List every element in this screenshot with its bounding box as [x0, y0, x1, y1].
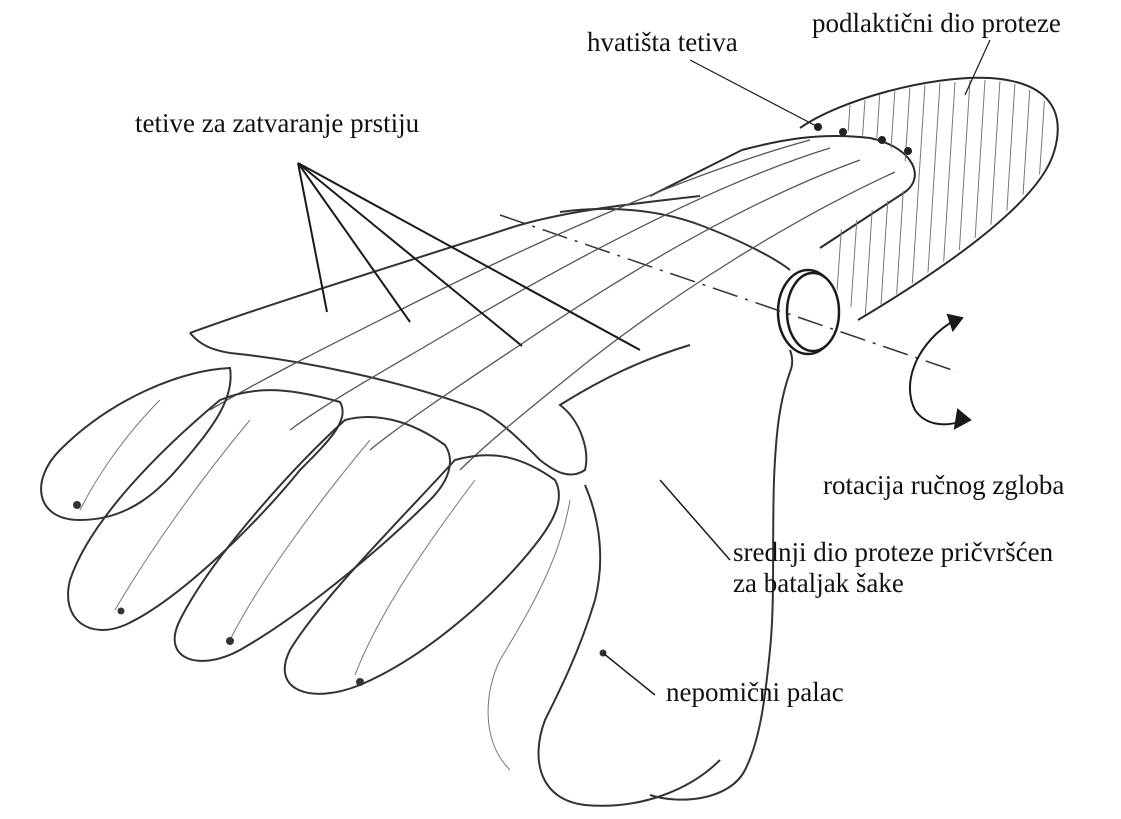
- rotation-arrow: [910, 315, 970, 428]
- label-fixed-thumb: nepomični palac: [666, 677, 844, 708]
- fingertip-dots: [73, 501, 607, 686]
- finger-2: [68, 390, 343, 630]
- palm-outline: [190, 196, 792, 800]
- finger-4: [285, 455, 559, 694]
- forearm-hatching: [835, 80, 1045, 320]
- label-wrist-rotation: rotacija ručnog zgloba: [823, 470, 1064, 501]
- label-middle-part-line1: srednji dio proteze pričvršćen: [733, 537, 1053, 568]
- label-middle-part-line2: za bataljak šake: [733, 568, 1053, 599]
- label-finger-tendons: tetive za zatvaranje prstiju: [135, 108, 419, 139]
- finger-1: [41, 368, 231, 520]
- wrist-cylinder: [778, 270, 839, 354]
- finger-3: [175, 417, 450, 661]
- label-middle-part: srednji dio proteze pričvršćen za batalj…: [733, 537, 1053, 599]
- rotation-axis: [500, 215, 958, 372]
- forearm-socket: [650, 78, 1058, 320]
- label-tendon-attachment: hvatišta tetiva: [587, 27, 738, 58]
- label-forearm-part: podlaktični dio proteze: [812, 8, 1061, 39]
- fixed-thumb: [488, 485, 720, 806]
